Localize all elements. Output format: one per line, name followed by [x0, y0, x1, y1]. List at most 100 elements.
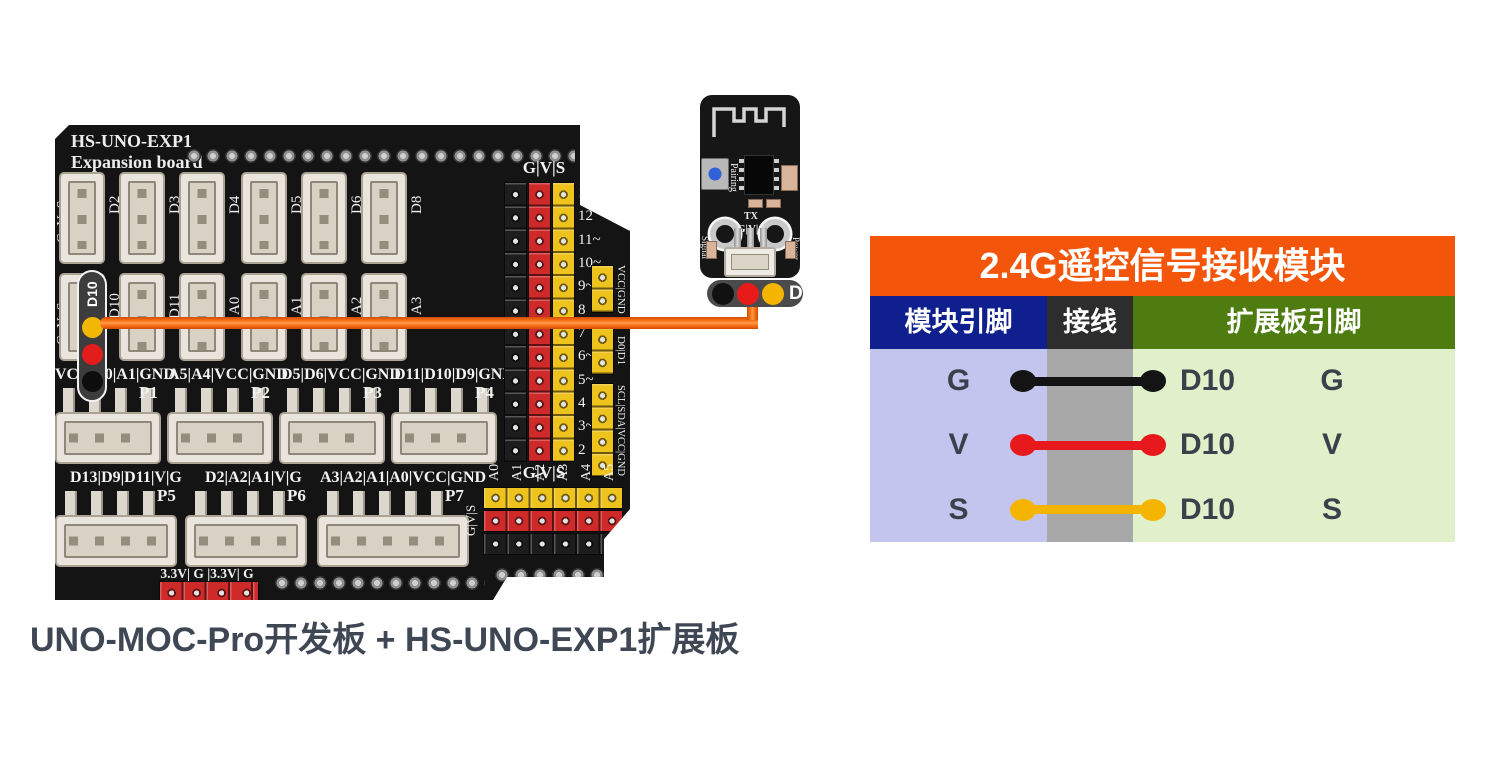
p5-pinout-label: D13|D9|D11|V|G — [70, 469, 182, 486]
top-hole-row — [185, 147, 575, 165]
p7-pins — [327, 491, 457, 515]
signal-wire-horizontal — [100, 317, 758, 329]
analog-label-a1: A1 — [510, 463, 525, 481]
digital-pin-7: 7 — [578, 324, 586, 341]
table-row: V D10 V — [870, 413, 1455, 477]
module-jst-connector — [724, 247, 776, 277]
smd-component — [785, 241, 796, 259]
analog-label-a2: A2 — [533, 463, 548, 481]
digital-pin-11: 11~ — [578, 231, 601, 248]
p6-connector — [185, 515, 307, 567]
jst-pin — [747, 228, 754, 249]
board-title-line2: Expansion board — [71, 151, 203, 172]
d10-callout-badge: D10 — [77, 270, 107, 402]
p5-pins — [65, 491, 169, 515]
pin-label-d2: D2 — [107, 195, 123, 215]
jst-pin — [734, 228, 741, 249]
signal-label: Signal — [700, 236, 710, 260]
d0-d1-label: D0|D1 — [615, 336, 627, 366]
p3-pins — [287, 388, 377, 412]
bottom-right-hole-row — [493, 566, 607, 584]
pin-label-d5: D5 — [289, 195, 305, 215]
smd-component — [706, 241, 717, 259]
analog-label-a4: A4 — [579, 463, 594, 481]
p2-pinout-label: A5|A4|VCC|GND — [168, 366, 288, 383]
jst-connector-d6 — [301, 172, 347, 264]
power-header-label: 3.3V| G |3.3V| G — [160, 566, 254, 581]
pin-label-d6: D6 — [349, 195, 365, 215]
ground-dot-icon — [81, 371, 103, 392]
table-row: S D10 S — [870, 478, 1455, 542]
digital-pin-5: 5~ — [578, 371, 594, 388]
analog-label-a5: A5 — [602, 463, 617, 481]
bottom-hole-row — [273, 574, 485, 592]
signal-dot-icon — [762, 282, 784, 305]
wire-s-icon — [1023, 505, 1153, 515]
analog-g-row — [483, 533, 623, 555]
board-pin-s: D10 — [1180, 492, 1236, 526]
p6-name: P6 — [287, 486, 306, 505]
wire-g-icon — [1023, 376, 1153, 386]
p2-name: P2 — [251, 383, 270, 402]
board-title-line1: HS-UNO-EXP1 — [71, 131, 192, 151]
p1-name: P1 — [139, 383, 158, 402]
smd-component — [748, 199, 763, 208]
p3-pinout-label: D5|D6|VCC|GND — [281, 366, 401, 383]
board-pin-v: D10 — [1180, 428, 1236, 462]
power-header-pins — [159, 581, 259, 600]
tx-label: TX — [744, 211, 758, 222]
p1-pinout-label: VCC|A0|A1|GND — [55, 366, 175, 383]
jst-connector-d5 — [241, 172, 287, 264]
p4-pinout-label: D11|D10|D9|GND — [394, 366, 514, 383]
p2-pins — [175, 388, 265, 412]
i2c-label: SCL|SDA|VCC|GND — [615, 384, 626, 476]
pin-label-d4: D4 — [227, 195, 243, 215]
module-pin-s: S — [948, 492, 969, 526]
analog-s-row — [483, 487, 623, 509]
p2-connector — [167, 412, 273, 464]
ground-dot-icon — [712, 282, 734, 305]
p1-connector — [55, 412, 161, 464]
board-pin-g: D10 — [1180, 364, 1236, 398]
board-pin-type-g: G — [1320, 364, 1344, 398]
p5-name: P5 — [157, 486, 176, 505]
d0-d1-header — [591, 327, 614, 375]
pairing-button[interactable] — [701, 158, 729, 190]
jst-connector-d3 — [119, 172, 165, 264]
p4-name: P4 — [475, 383, 494, 402]
analog-gvs-label: G|V|S — [463, 504, 478, 536]
wire-v-icon — [1023, 440, 1153, 450]
ic-chip — [739, 155, 779, 195]
p6-pinout-label: D2|A2|A1|V|G — [205, 469, 302, 486]
jst-pin — [760, 228, 767, 249]
digital-pin-4: 4 — [578, 394, 586, 411]
jst-connector-d4 — [179, 172, 225, 264]
p7-pinout-label: A3|A2|A1|A0|VCC|GND — [320, 469, 487, 486]
antenna-trace-icon — [712, 107, 786, 137]
module-badge-label: D10 — [789, 282, 824, 304]
gvs-header-top: G|V|S — [522, 158, 566, 177]
board-pin-type-s: S — [1321, 492, 1342, 526]
smd-component — [781, 165, 798, 191]
table-body: G D10 G V D10 V S D10 S — [870, 349, 1455, 542]
signal-wire-vertical — [747, 304, 758, 320]
digital-pin-13: 13 — [578, 185, 593, 201]
pairing-label: Pairing — [728, 162, 739, 192]
module-pin-v: V — [948, 428, 969, 462]
i2c-header — [591, 383, 614, 477]
analog-label-a3: A3 — [556, 463, 571, 481]
power-dot-icon — [737, 282, 759, 305]
p3-connector — [279, 412, 385, 464]
analog-label-a0: A0 — [487, 463, 502, 481]
analog-v-row — [483, 510, 623, 532]
signal-dot-icon — [81, 317, 103, 338]
digital-pin-6: 6~ — [578, 348, 594, 365]
p7-name: P7 — [445, 486, 464, 505]
board-pin-type-v: V — [1321, 428, 1342, 462]
power-dot-icon — [81, 344, 103, 365]
digital-pin-2: 2 — [578, 441, 586, 458]
wiring-table: 2.4G遥控信号接收模块 模块引脚 接线 扩展板引脚 G D10 G V D10… — [870, 236, 1455, 542]
table-row: G D10 G — [870, 349, 1455, 413]
caption: UNO-MOC-Pro开发板 + HS-UNO-EXP1扩展板 — [30, 621, 740, 659]
